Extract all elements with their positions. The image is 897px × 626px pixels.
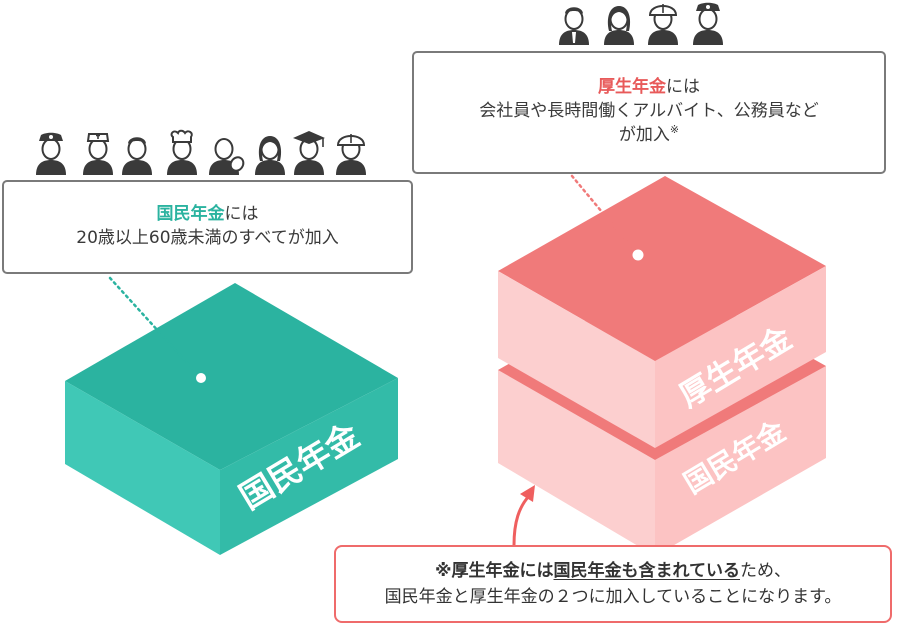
kokumin-callout-line2: 20歳以上60歳未満のすべてが加入	[76, 228, 339, 248]
left-icon-group	[35, 129, 367, 176]
kokumin-block-left	[65, 381, 220, 555]
businessman-icon	[558, 7, 590, 46]
kokumin-connector	[108, 276, 202, 379]
businesswoman-icon	[603, 6, 635, 46]
kokumin-callout: 国民年金には 20歳以上60歳未満のすべてが加入	[2, 180, 413, 274]
kosei-callout-line3: が加入※	[414, 123, 884, 147]
note-line2: 国民年金と厚生年金の２つに加入していることになります。	[384, 587, 842, 607]
note-object: 国民年金も含まれている	[553, 561, 741, 581]
kokumin-block	[65, 283, 398, 555]
nurse-icon	[82, 133, 114, 176]
firefighter-icon-2	[647, 4, 679, 46]
kosei-highlight: 厚生年金	[598, 77, 666, 97]
tennis-player-icon	[208, 138, 245, 176]
chef-icon	[166, 129, 198, 176]
kokumin-callout-line1: 国民年金には	[4, 202, 411, 226]
woman-icon	[254, 136, 286, 176]
note-mark: ※	[434, 561, 452, 581]
police-officer-icon	[35, 132, 67, 176]
note-tail: ため、	[740, 561, 792, 581]
kosei-callout: 厚生年金には 会社員や長時間働くアルバイト、公務員など が加入※	[412, 51, 886, 174]
kosei-callout-line2: 会社員や長時間働くアルバイト、公務員など	[479, 101, 819, 121]
man-icon	[121, 137, 153, 176]
kosei-connector	[570, 174, 639, 256]
note-subject: 厚生年金には	[451, 561, 554, 581]
note-box: ※厚生年金には国民年金も含まれているため、 国民年金と厚生年金の２つに加入してい…	[334, 545, 892, 623]
graduate-icon	[293, 131, 325, 176]
pink-upper-left	[498, 271, 655, 448]
kosei-suffix: には	[666, 77, 700, 97]
kokumin-connector-dot	[195, 372, 207, 384]
kosei-line3-text: が加入	[618, 125, 670, 145]
kosei-connector-dot	[632, 249, 644, 261]
kosei-note-mark: ※	[669, 123, 680, 136]
kokumin-highlight: 国民年金	[156, 204, 225, 224]
right-icon-group	[558, 2, 724, 46]
firefighter-icon	[335, 134, 367, 176]
pink-upper-right	[655, 266, 826, 448]
kokumin-block-top	[65, 283, 398, 470]
kosei-callout-line1: 厚生年金には	[414, 75, 884, 99]
kosei-stack	[498, 176, 826, 556]
note-line1: ※厚生年金には国民年金も含まれているため、	[336, 558, 890, 584]
pink-lower-right	[655, 366, 826, 556]
note-arrow	[512, 494, 531, 546]
pink-lower-left	[498, 370, 655, 556]
police-officer-icon-2	[692, 2, 724, 46]
kokumin-suffix: には	[224, 204, 259, 224]
note-arrow-head	[520, 485, 535, 502]
kokumin-block-right	[220, 378, 398, 555]
pink-upper-top	[498, 176, 826, 361]
